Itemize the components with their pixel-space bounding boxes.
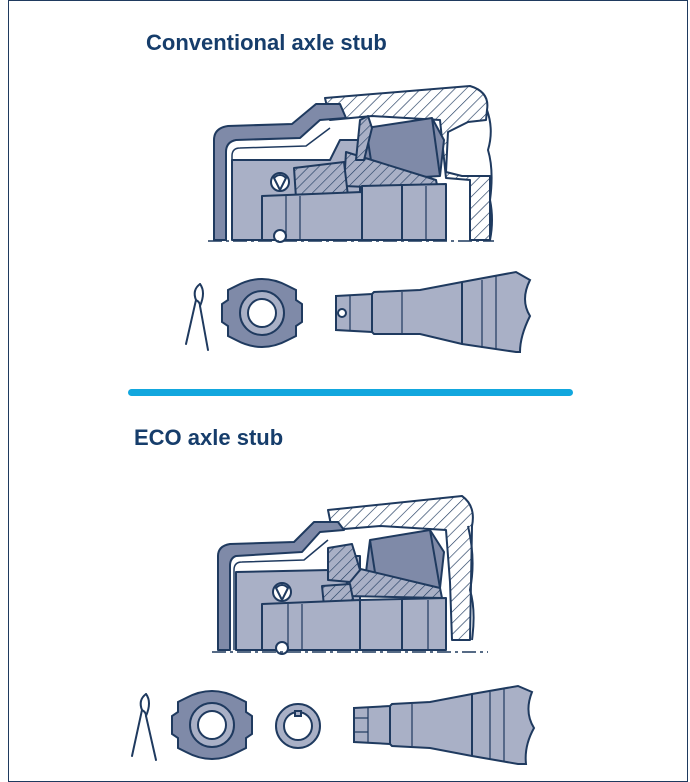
conventional-cotter-pin [185,283,209,351]
eco-hub-cross-section [212,495,488,655]
conventional-hub-cross-section [208,85,494,243]
eco-castle-nut [171,690,253,760]
eco-axle-stub [353,684,536,765]
conventional-axle-stub-title: Conventional axle stub [146,30,387,55]
conventional-axle-stub [335,270,532,353]
eco-lock-washer [275,703,321,749]
eco-axle-stub-title: ECO axle stub [134,425,284,450]
eco-cotter-pin [131,693,157,761]
conventional-castle-nut [221,278,303,348]
section-divider [128,389,573,396]
